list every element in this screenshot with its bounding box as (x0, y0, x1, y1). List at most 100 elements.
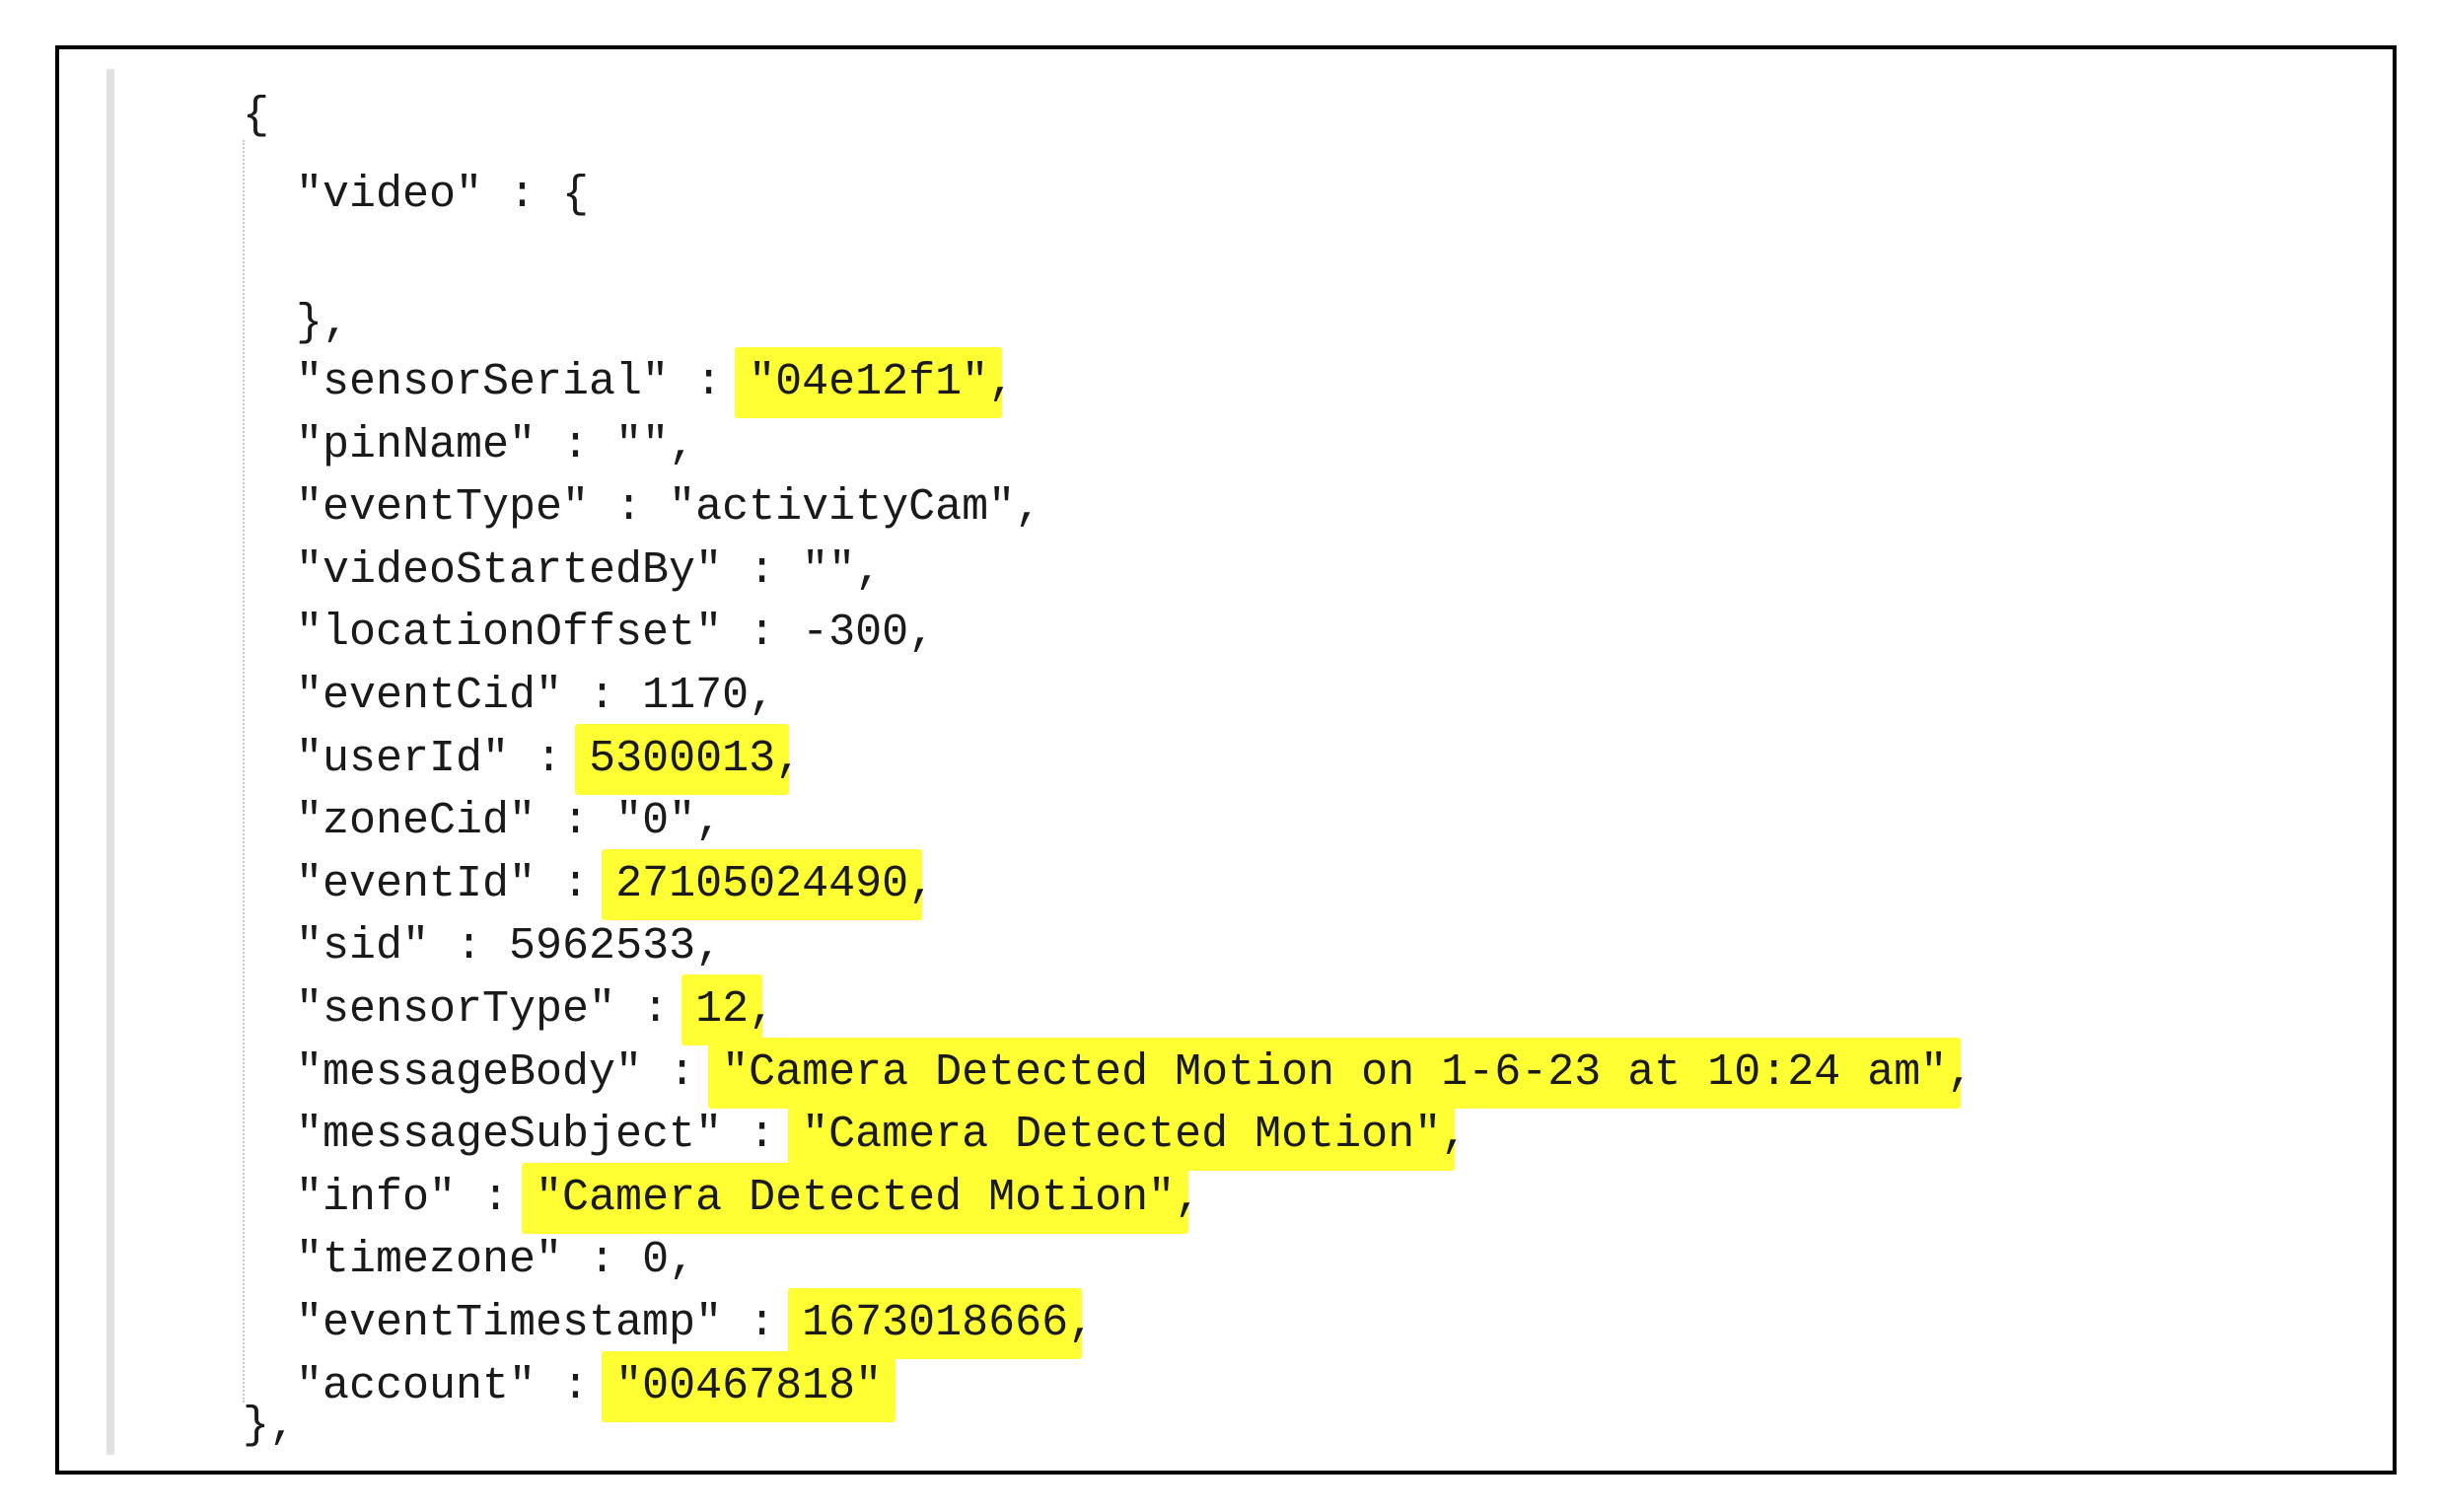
json-separator: : (589, 482, 670, 534)
json-line: "messageBody" : "Camera Detected Motion … (296, 1045, 1973, 1101)
json-separator: : (429, 921, 510, 972)
json-key: "locationOffset" (296, 608, 723, 659)
json-value: "Camera Detected Motion" (802, 1110, 1442, 1161)
json-value: "Camera Detected Motion on 1-6-23 at 10:… (722, 1046, 1948, 1098)
json-line: "eventId" : 27105024490, (296, 857, 935, 912)
json-key: "account" (296, 1360, 537, 1411)
json-separator: : (642, 1046, 723, 1098)
json-line: "info" : "Camera Detected Motion", (296, 1171, 1201, 1226)
json-value: 5300013 (589, 733, 776, 784)
video-key-line: "video" : { (296, 168, 589, 223)
value-highlight (522, 1162, 1188, 1234)
json-separator: : (536, 796, 616, 847)
json-trailing-comma: , (749, 984, 776, 1035)
json-line: "sensorType" : 12, (296, 982, 775, 1038)
json-value: "0" (615, 796, 696, 847)
json-trailing-comma: , (669, 1235, 696, 1286)
json-line: "sid" : 5962533, (296, 919, 722, 974)
json-separator: : (722, 1298, 803, 1348)
json-separator: : (562, 1235, 643, 1286)
json-key: "eventTimestamp" (296, 1298, 723, 1348)
json-value: "00467818" (615, 1360, 883, 1411)
json-separator: : (722, 544, 803, 596)
json-value: -300 (802, 608, 909, 659)
json-value: "" (802, 544, 856, 596)
json-separator: : (615, 984, 696, 1035)
json-trailing-comma: , (988, 357, 1016, 407)
json-value: 12 (695, 984, 750, 1035)
json-line: "locationOffset" : -300, (296, 606, 935, 661)
json-line: "eventType" : "activityCam", (296, 480, 1041, 536)
json-key: "eventCid" (296, 671, 563, 721)
json-key: "videoStartedBy" (296, 544, 723, 596)
json-trailing-comma: , (669, 419, 696, 470)
json-line: "sensorSerial" : "04e12f1", (296, 355, 1015, 410)
json-key: "messageSubject" (296, 1110, 723, 1161)
json-key: "userId" (296, 733, 510, 784)
value-highlight (575, 723, 789, 795)
json-trailing-comma: , (695, 921, 723, 972)
json-trailing-comma: , (775, 733, 803, 784)
json-key: "messageBody" (296, 1046, 643, 1098)
json-trailing-comma: , (749, 671, 776, 721)
value-highlight (788, 1100, 1455, 1172)
video-close: }, (296, 298, 350, 348)
json-value: 0 (642, 1235, 670, 1286)
json-separator: : (536, 1360, 616, 1411)
json-line: "messageSubject" : "Camera Detected Moti… (296, 1108, 1468, 1163)
json-key: "zoneCid" (296, 796, 537, 847)
json-trailing-comma: , (1947, 1046, 1974, 1098)
json-line: "eventCid" : 1170, (296, 669, 775, 724)
json-value: "04e12f1" (749, 357, 989, 407)
json-line: "videoStartedBy" : "", (296, 543, 882, 599)
value-highlight (681, 974, 762, 1045)
value-highlight (735, 347, 1002, 418)
json-key: "pinName" (296, 419, 537, 470)
json-separator: : (536, 858, 616, 909)
json-trailing-comma: , (908, 608, 936, 659)
json-key: "sensorSerial" (296, 357, 670, 407)
json-punctuation: : { (482, 170, 590, 220)
json-trailing-comma: , (1175, 1172, 1202, 1223)
json-line: "zoneCid" : "0", (296, 794, 722, 849)
json-separator: : (722, 608, 803, 659)
json-separator: : (562, 671, 643, 721)
json-key: "sensorType" (296, 984, 616, 1035)
json-trailing-comma: , (908, 858, 936, 909)
json-separator: : (509, 733, 590, 784)
value-highlight (788, 1288, 1082, 1359)
json-line: "eventTimestamp" : 1673018666, (296, 1296, 1095, 1351)
json-separator: : (669, 357, 750, 407)
close-brace: }, (243, 1401, 297, 1451)
json-line: "pinName" : "", (296, 418, 695, 473)
json-key: "eventId" (296, 858, 537, 909)
json-separator: : (536, 419, 616, 470)
json-value: 1170 (642, 671, 750, 721)
indent-guide (243, 140, 245, 1403)
json-key: "video" (296, 170, 483, 220)
json-value: "Camera Detected Motion" (536, 1172, 1176, 1223)
value-highlight (602, 848, 922, 920)
json-key: "sid" (296, 921, 430, 972)
json-value: "activityCam" (669, 482, 1016, 534)
json-key: "info" (296, 1172, 457, 1223)
value-highlight (708, 1037, 1961, 1109)
json-trailing-comma: , (1015, 482, 1042, 534)
json-value: 27105024490 (615, 858, 909, 909)
json-key: "eventType" (296, 482, 590, 534)
json-separator: : (722, 1110, 803, 1161)
value-highlight (602, 1350, 896, 1422)
json-trailing-comma: , (695, 796, 723, 847)
json-trailing-comma: , (855, 544, 883, 596)
json-line: "account" : "00467818" (296, 1359, 882, 1414)
json-value: "" (615, 419, 670, 470)
json-separator: : (456, 1172, 537, 1223)
json-line: "timezone" : 0, (296, 1233, 695, 1288)
code-screenshot-frame: { "video" : { }, }, "sensorSerial" : "04… (55, 45, 2397, 1475)
json-value: 5962533 (509, 921, 696, 972)
json-value: 1673018666 (802, 1298, 1069, 1348)
json-key: "timezone" (296, 1235, 563, 1286)
json-trailing-comma: , (1441, 1110, 1469, 1161)
json-trailing-comma: , (1068, 1298, 1096, 1348)
editor-gutter-bar (107, 69, 114, 1455)
